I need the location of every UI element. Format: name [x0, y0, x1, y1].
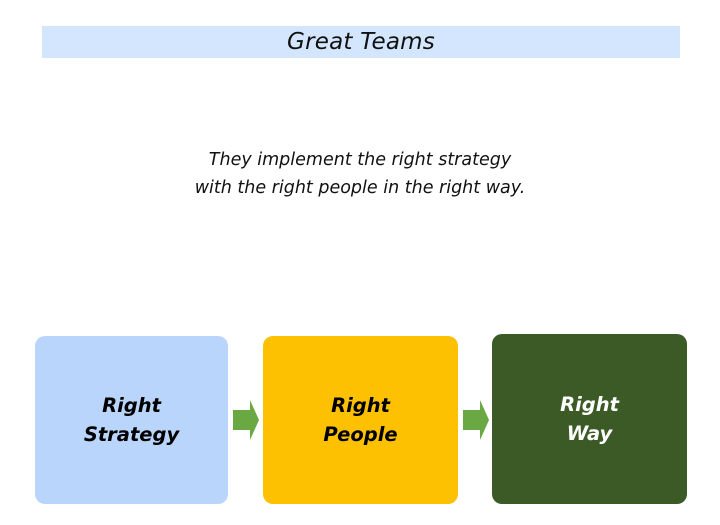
subtitle-line-2: with the right people in the right way. — [194, 178, 526, 198]
arrow-right-icon — [463, 400, 489, 440]
box-right-people-line-2: People — [323, 423, 398, 446]
box-right-strategy-line-1: Right — [102, 394, 161, 417]
box-right-strategy: Right Strategy — [35, 336, 228, 504]
subtitle-line-1: They implement the right strategy — [208, 150, 512, 170]
box-right-way-line-2: Way — [566, 422, 613, 445]
box-right-people-line-1: Right — [331, 394, 390, 417]
box-right-strategy-line-2: Strategy — [83, 423, 180, 446]
box-right-way-line-1: Right — [560, 393, 619, 416]
arrow-right-icon — [233, 400, 259, 440]
subtitle: They implement the right strategy with t… — [0, 146, 720, 202]
title-bar: Great Teams — [42, 26, 680, 58]
box-right-way: Right Way — [492, 334, 687, 504]
box-right-people: Right People — [263, 336, 458, 504]
page-title: Great Teams — [287, 29, 435, 55]
